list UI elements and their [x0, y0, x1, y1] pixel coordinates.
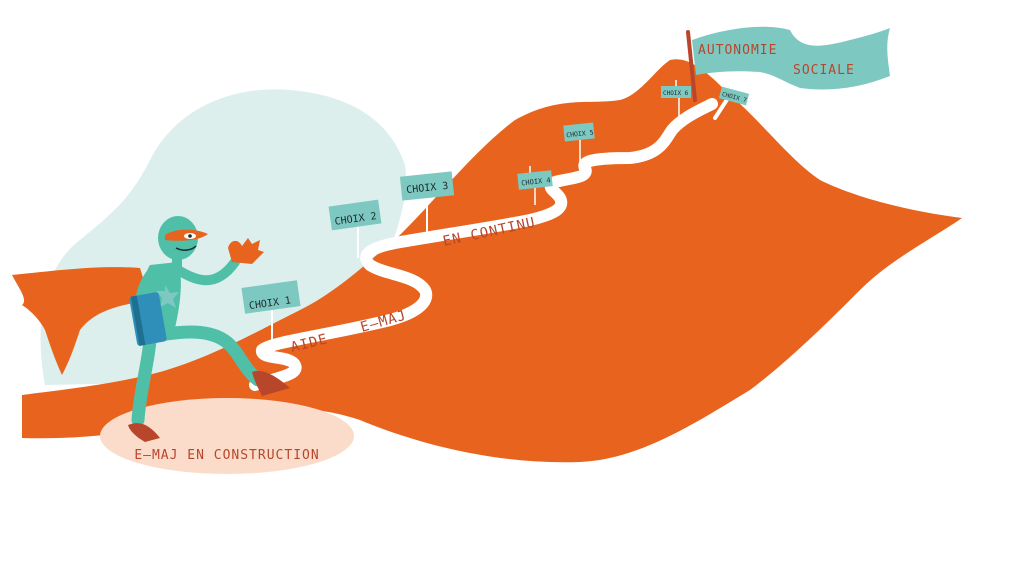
choice-sign-2: CHOIX 2 — [328, 199, 382, 258]
choice-sign-3: CHOIX 3 — [399, 166, 455, 238]
road-top-segment — [713, 96, 730, 120]
choice-sign-5: CHOIX 5 — [563, 122, 595, 165]
svg-text:CHOIX 6: CHOIX 6 — [663, 90, 689, 97]
character-hiker — [128, 216, 290, 442]
choice-sign-4: CHOIX 4 — [517, 166, 553, 205]
summit-flag: AUTONOMIE SOCIALE — [686, 26, 890, 102]
choice-sign-6: CHOIX 6 — [661, 80, 691, 120]
start-label: E–MAJ EN CONSTRUCTION — [134, 448, 319, 463]
svg-text:CHOIX 3: CHOIX 3 — [406, 181, 449, 196]
flag-text-line2: SOCIALE — [793, 63, 855, 78]
choice-sign-7: CHOIX 7 — [715, 86, 750, 119]
mountain — [22, 59, 962, 463]
start-platform — [100, 398, 354, 474]
choice-sign-1: CHOIX 1 — [241, 280, 301, 352]
svg-text:CHOIX 5: CHOIX 5 — [566, 128, 594, 139]
svg-text:CHOIX 4: CHOIX 4 — [521, 176, 551, 187]
flag-text-line1: AUTONOMIE — [698, 43, 777, 58]
cape — [12, 267, 150, 375]
